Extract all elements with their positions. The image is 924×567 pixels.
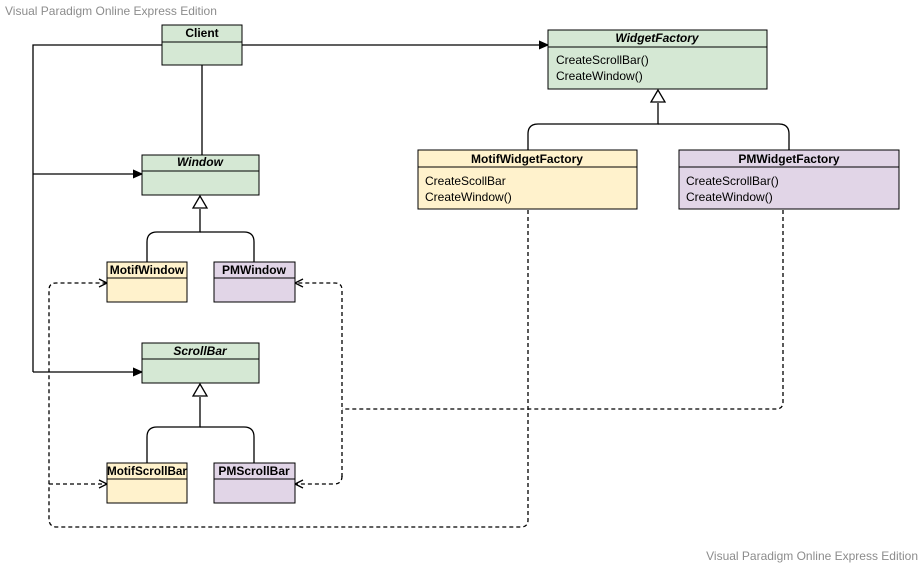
gen-window-triangle xyxy=(191,194,209,209)
dep-motifwidgetfactory-motif-products xyxy=(48,210,529,528)
class-motifwindow[interactable]: MotifWindow xyxy=(106,261,188,303)
class-motifwindow-name: MotifWindow xyxy=(110,263,185,277)
class-motifscrollbar[interactable]: MotifScrollBar xyxy=(106,462,188,504)
class-scrollbar[interactable]: ScrollBar xyxy=(141,342,260,384)
class-pmwindow[interactable]: PMWindow xyxy=(213,261,296,303)
gen-scrollbar-triangle xyxy=(191,382,209,397)
dep-pmwidgetfactory-pmscrollbar xyxy=(295,475,343,484)
class-window-name: Window xyxy=(177,155,224,169)
class-pmwindow-name: PMWindow xyxy=(222,263,287,277)
watermark-bottom: Visual Paradigm Online Express Edition xyxy=(706,549,918,563)
watermark-top: Visual Paradigm Online Express Edition xyxy=(5,4,217,18)
class-pmwidgetfactory[interactable]: PMWidgetFactory CreateScrollBar() Create… xyxy=(678,149,900,210)
class-pmwidgetfactory-op-2: CreateWindow() xyxy=(686,190,773,204)
class-pmwidgetfactory-name: PMWidgetFactory xyxy=(738,152,840,166)
class-window[interactable]: Window xyxy=(141,154,260,196)
class-widgetfactory-name: WidgetFactory xyxy=(615,31,700,45)
gen-motifscrollbar-scrollbar xyxy=(146,397,201,463)
class-widgetfactory-op-1: CreateScrollBar() xyxy=(556,53,649,67)
class-scrollbar-name: ScrollBar xyxy=(173,344,228,358)
client-left-bus xyxy=(32,44,162,372)
gen-motifwindow-window xyxy=(146,209,201,262)
class-motifwidgetfactory-op-2: CreateWindow() xyxy=(425,190,512,204)
class-client-name: Client xyxy=(185,26,218,40)
dep-pmwidgetfactory-pmwindow xyxy=(295,283,343,477)
class-client[interactable]: Client xyxy=(161,24,243,66)
dep-pmwidgetfactory-pm-products xyxy=(342,210,784,410)
gen-motifwidgetfactory-widgetfactory xyxy=(527,103,659,150)
class-pmscrollbar[interactable]: PMScrollBar xyxy=(213,462,296,504)
class-widgetfactory[interactable]: WidgetFactory CreateScrollBar() CreateWi… xyxy=(547,29,768,90)
gen-pmwidgetfactory-widgetfactory xyxy=(658,123,790,150)
class-motifwidgetfactory[interactable]: MotifWidgetFactory CreateScollBar Create… xyxy=(417,149,638,210)
gen-pmscrollbar-scrollbar xyxy=(200,426,255,463)
gen-widgetfactory-triangle xyxy=(649,88,667,103)
gen-pmwindow-window xyxy=(200,231,255,262)
class-motifscrollbar-name: MotifScrollBar xyxy=(107,464,187,478)
class-motifwidgetfactory-op-1: CreateScollBar xyxy=(425,174,506,188)
class-pmscrollbar-name: PMScrollBar xyxy=(218,464,290,478)
class-motifwidgetfactory-name: MotifWidgetFactory xyxy=(471,152,583,166)
class-widgetfactory-op-2: CreateWindow() xyxy=(556,69,643,83)
class-pmwidgetfactory-op-1: CreateScrollBar() xyxy=(686,174,779,188)
